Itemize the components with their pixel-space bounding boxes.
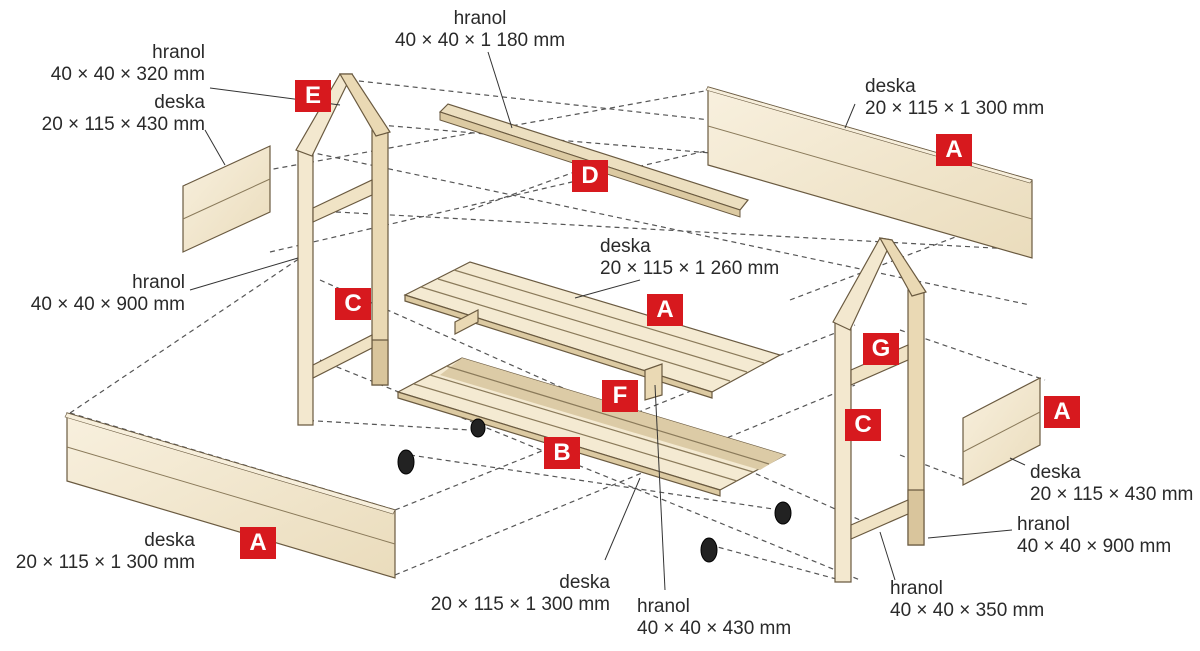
right-frame bbox=[832, 237, 927, 583]
center-beam-label: hranol 40 × 40 × 430 mm bbox=[637, 596, 791, 640]
back-board-label: deska 20 × 115 × 1 300 mm bbox=[865, 76, 1044, 120]
middle-shelf bbox=[403, 261, 782, 399]
top-beam-label-type: hranol bbox=[453, 8, 507, 29]
right-board-label: deska 20 × 115 × 430 mm bbox=[1030, 462, 1193, 506]
part-badge-d: D bbox=[572, 160, 608, 192]
part-badge-a-right: A bbox=[1044, 396, 1080, 428]
shelf-board-label-size: 20 × 115 × 1 260 mm bbox=[600, 258, 780, 279]
cross-beam-label-type: hranol bbox=[890, 578, 943, 599]
part-badge-a-back: A bbox=[936, 134, 972, 166]
front-board-label: deska 20 × 115 × 1 300 mm bbox=[10, 530, 195, 574]
front-board-label-size: 20 × 115 × 1 300 mm bbox=[15, 552, 195, 573]
gable-board-label-type: deska bbox=[154, 92, 205, 113]
part-badge-f: F bbox=[602, 380, 638, 412]
right-post-label-size: 40 × 40 × 900 mm bbox=[1017, 536, 1172, 557]
leader-lines bbox=[189, 51, 1026, 591]
gable-board-label-size: 20 × 115 × 430 mm bbox=[41, 114, 205, 135]
caster-wheels bbox=[397, 418, 792, 563]
part-badge-c-right: C bbox=[845, 409, 881, 441]
top-beam-label: hranol 40 × 40 × 1 180 mm bbox=[345, 8, 615, 52]
part-badge-b: B bbox=[544, 437, 580, 469]
front-board bbox=[64, 412, 396, 579]
front-board-label-type: deska bbox=[144, 530, 195, 551]
shelf-board-label-type: deska bbox=[600, 236, 651, 257]
left-post-label: hranol 40 × 40 × 900 mm bbox=[10, 272, 185, 316]
left-post-label-type: hranol bbox=[132, 272, 185, 293]
gable-beam-label-size: 40 × 40 × 320 mm bbox=[50, 64, 205, 85]
center-beam-label-size: 40 × 40 × 430 mm bbox=[637, 618, 792, 639]
right-board-label-size: 20 × 115 × 430 mm bbox=[1030, 484, 1194, 505]
gable-beam-label-type: hranol bbox=[152, 42, 205, 63]
right-post-label-type: hranol bbox=[1017, 514, 1070, 535]
right-post-label: hranol 40 × 40 × 900 mm bbox=[1017, 514, 1171, 558]
bottom-board-label-size: 20 × 115 × 1 300 mm bbox=[430, 594, 610, 615]
left-gable-board bbox=[182, 145, 271, 253]
bottom-board-label-type: deska bbox=[559, 572, 610, 593]
part-badge-a-front: A bbox=[240, 527, 276, 559]
back-board-label-size: 20 × 115 × 1 300 mm bbox=[865, 98, 1045, 119]
left-frame bbox=[295, 73, 391, 426]
part-badge-c-left: C bbox=[335, 288, 371, 320]
gable-board-label: deska 20 × 115 × 430 mm bbox=[20, 92, 205, 136]
part-badge-e: E bbox=[295, 80, 331, 112]
shelf-board-label: deska 20 × 115 × 1 260 mm bbox=[600, 236, 779, 280]
gable-beam-label: hranol 40 × 40 × 320 mm bbox=[20, 42, 205, 86]
part-badge-g: G bbox=[863, 333, 899, 365]
back-board-label-type: deska bbox=[865, 76, 916, 97]
left-post-label-size: 40 × 40 × 900 mm bbox=[30, 294, 185, 315]
cross-beam-label-size: 40 × 40 × 350 mm bbox=[890, 600, 1045, 621]
cross-beam-label: hranol 40 × 40 × 350 mm bbox=[890, 578, 1044, 622]
bottom-board-label: deska 20 × 115 × 1 300 mm bbox=[420, 572, 610, 616]
top-beam-label-size: 40 × 40 × 1 180 mm bbox=[394, 30, 566, 51]
right-board-label-type: deska bbox=[1030, 462, 1081, 483]
center-beam-label-type: hranol bbox=[637, 596, 690, 617]
right-side-board bbox=[962, 377, 1041, 486]
part-badge-a-shelf: A bbox=[647, 294, 683, 326]
